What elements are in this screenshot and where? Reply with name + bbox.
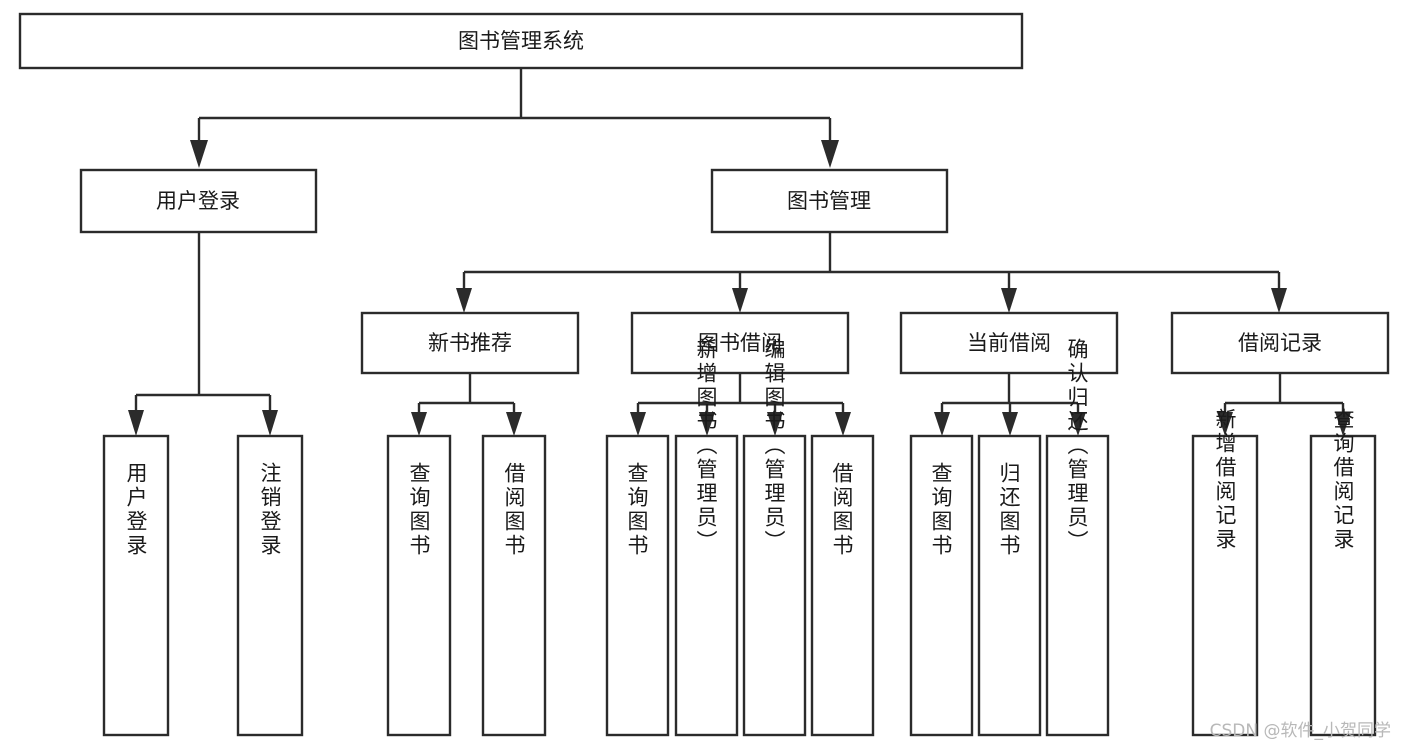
leaf-current-borrow-1-box[interactable] — [909, 434, 974, 737]
arrowhead-leaf-bb-2 — [699, 412, 715, 436]
arrowhead-current-borrow — [1001, 288, 1017, 313]
leaf-current-borrow-3-label: 确认归还（管理员） — [1065, 338, 1089, 554]
leaf-current-borrow-2[interactable]: 归还图书 — [977, 434, 1042, 737]
arrowhead-leaf-bb-1 — [630, 412, 646, 436]
arrowhead-leaf-bb-3 — [767, 412, 783, 436]
node-book-management[interactable]: 图书管理 — [710, 168, 949, 234]
leaf-user-login-2-label: 注销登录 — [258, 462, 282, 558]
leaf-new-book-recommend-2-label: 借阅图书 — [502, 462, 526, 558]
node-new-book-recommend[interactable]: 新书推荐 — [360, 311, 580, 375]
connector-group-root — [190, 68, 839, 168]
leaf-user-login-1-box[interactable] — [102, 434, 170, 737]
node-borrow-record-box[interactable] — [1170, 311, 1390, 375]
connector-group-current-borrow — [934, 373, 1086, 436]
arrowhead-leaf-cb-3 — [1070, 412, 1086, 436]
leaf-new-book-recommend-2[interactable]: 借阅图书 — [481, 434, 547, 737]
leaf-book-borrow-4[interactable]: 借阅图书 — [810, 434, 875, 737]
node-current-borrow[interactable]: 当前借阅 — [899, 311, 1119, 375]
leaf-book-borrow-3[interactable]: 编辑图书（管理员） — [742, 338, 807, 737]
leaf-book-borrow-2-label: 新增图书（管理员） — [694, 338, 718, 554]
connector-group-borrow-record — [1217, 373, 1351, 436]
node-user-login-label: 用户登录 — [156, 189, 240, 213]
leaf-book-borrow-1-box[interactable] — [605, 434, 670, 737]
node-book-borrow-label: 图书借阅 — [698, 331, 782, 355]
node-book-borrow-box[interactable] — [630, 311, 850, 375]
leaf-user-login-2-box[interactable] — [236, 434, 304, 737]
arrowhead-borrow-record — [1271, 288, 1287, 313]
node-user-login[interactable]: 用户登录 — [79, 168, 318, 234]
leaf-book-borrow-2[interactable]: 新增图书（管理员） — [674, 338, 739, 737]
leaf-book-borrow-4-box[interactable] — [810, 434, 875, 737]
leaf-user-login-1-label: 用户登录 — [124, 462, 148, 558]
leaf-book-borrow-1-label: 查询图书 — [625, 462, 649, 558]
leaf-borrow-record-2[interactable]: 查询借阅记录 — [1309, 408, 1377, 737]
arrowhead-book-mgmt — [821, 140, 839, 168]
leaf-current-borrow-1[interactable]: 查询图书 — [909, 434, 974, 737]
leaf-new-book-recommend-1[interactable]: 查询图书 — [386, 434, 452, 737]
arrowhead-leaf-br-1 — [1217, 412, 1233, 436]
node-new-book-recommend-label: 新书推荐 — [428, 331, 512, 355]
node-book-management-label: 图书管理 — [787, 189, 871, 213]
connector-group-book-borrow — [630, 373, 851, 436]
node-user-login-box[interactable] — [79, 168, 318, 234]
arrowhead-new-book-recommend — [456, 288, 472, 313]
node-borrow-record-label: 借阅记录 — [1238, 331, 1322, 355]
leaf-current-borrow-1-label: 查询图书 — [929, 462, 953, 558]
leaf-book-borrow-1[interactable]: 查询图书 — [605, 434, 670, 737]
node-new-book-recommend-box[interactable] — [360, 311, 580, 375]
node-book-borrow[interactable]: 图书借阅 — [630, 311, 850, 375]
arrowhead-leaf-nbr-2 — [506, 412, 522, 436]
leaf-borrow-record-1[interactable]: 新增借阅记录 — [1191, 408, 1259, 737]
arrowhead-leaf-nbr-1 — [411, 412, 427, 436]
leaf-borrow-record-2-label: 查询借阅记录 — [1331, 408, 1355, 552]
arrowhead-user-login — [190, 140, 208, 168]
leaf-current-borrow-2-label: 归还图书 — [997, 462, 1021, 558]
leaf-user-login-2[interactable]: 注销登录 — [236, 434, 304, 737]
connector-group-book-mgmt — [456, 232, 1287, 313]
leaf-borrow-record-2-box[interactable] — [1309, 434, 1377, 737]
leaf-new-book-recommend-1-box[interactable] — [386, 434, 452, 737]
leaf-current-borrow-3[interactable]: 确认归还（管理员） — [1045, 338, 1110, 737]
node-root[interactable]: 图书管理系统 — [18, 12, 1024, 70]
leaf-borrow-record-1-box[interactable] — [1191, 434, 1259, 737]
leaf-book-borrow-4-label: 借阅图书 — [830, 462, 854, 558]
leaf-current-borrow-3-box[interactable] — [1045, 434, 1110, 737]
leaf-book-borrow-3-box[interactable] — [742, 434, 807, 737]
node-current-borrow-label: 当前借阅 — [967, 331, 1051, 355]
leaf-book-borrow-2-box[interactable] — [674, 434, 739, 737]
arrowhead-leaf-br-2 — [1335, 412, 1351, 436]
node-current-borrow-box[interactable] — [899, 311, 1119, 375]
leaf-user-login-1[interactable]: 用户登录 — [102, 434, 170, 737]
node-root-box[interactable] — [18, 12, 1024, 70]
arrowhead-leaf-cb-2 — [1002, 412, 1018, 436]
arrowhead-book-borrow — [732, 288, 748, 313]
leaf-new-book-recommend-1-label: 查询图书 — [407, 462, 431, 558]
node-root-label: 图书管理系统 — [458, 29, 584, 53]
leaf-borrow-record-1-label: 新增借阅记录 — [1213, 408, 1237, 552]
arrowhead-leaf-user-login-2 — [262, 410, 278, 436]
leaf-current-borrow-2-box[interactable] — [977, 434, 1042, 737]
connector-group-new-book-recommend — [411, 373, 522, 436]
arrowhead-leaf-cb-1 — [934, 412, 950, 436]
node-book-management-box[interactable] — [710, 168, 949, 234]
watermark: CSDN @软件_小贺同学 — [1209, 721, 1391, 741]
arrowhead-leaf-bb-4 — [835, 412, 851, 436]
arrowhead-leaf-user-login-1 — [128, 410, 144, 436]
connector-group-user-login — [128, 232, 278, 436]
node-borrow-record[interactable]: 借阅记录 — [1170, 311, 1390, 375]
leaf-new-book-recommend-2-box[interactable] — [481, 434, 547, 737]
leaf-book-borrow-3-label: 编辑图书（管理员） — [762, 338, 786, 554]
